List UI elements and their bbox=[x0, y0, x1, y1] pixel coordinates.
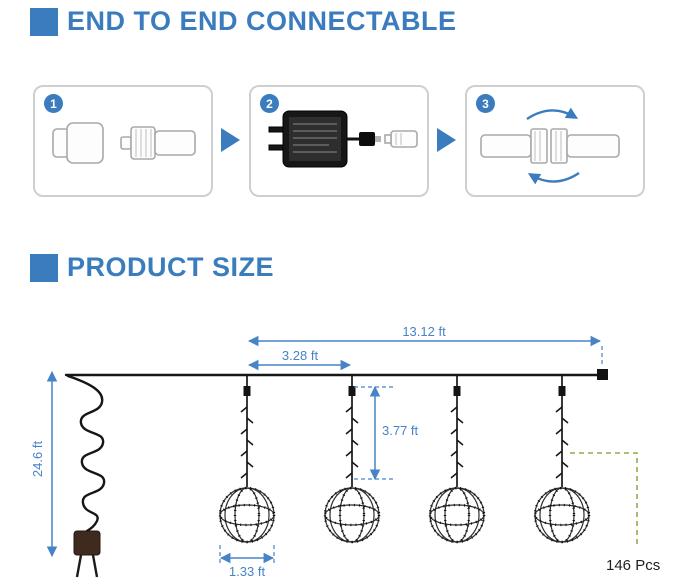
dimension-drop-length: 3.77 ft bbox=[382, 423, 419, 438]
end-connector bbox=[597, 369, 608, 380]
wire-ball-ornament bbox=[533, 486, 591, 544]
step-3-badge: 3 bbox=[476, 94, 495, 113]
power-plug bbox=[73, 530, 101, 556]
dimension-total-length: 13.12 ft bbox=[402, 324, 446, 339]
plug-prongs bbox=[75, 554, 99, 578]
connector-caps-illustration bbox=[52, 122, 196, 164]
connectable-title: END TO END CONNECTABLE bbox=[67, 6, 457, 36]
led-count-label: 146 Pcs bbox=[606, 557, 661, 574]
lead-wire-coil bbox=[66, 374, 106, 533]
header-accent-square bbox=[30, 7, 58, 36]
product-size-header: PRODUCT SIZE bbox=[30, 252, 274, 283]
dimension-lead-length: 24.6 ft bbox=[30, 440, 45, 478]
light-drop bbox=[555, 374, 569, 488]
step-panel-1: 1 bbox=[33, 85, 213, 197]
wire-ball-ornament bbox=[323, 486, 381, 544]
header-accent-square bbox=[30, 253, 58, 282]
light-drop bbox=[240, 374, 254, 488]
step-panel-3: 3 bbox=[465, 85, 645, 197]
count-leader-line bbox=[570, 452, 638, 548]
step-2-badge: 2 bbox=[260, 94, 279, 113]
arrow-right-icon bbox=[221, 128, 240, 152]
dimension-drop-spacing: 3.28 ft bbox=[281, 348, 319, 363]
wire-ball-ornament bbox=[218, 486, 276, 544]
arrow-right-icon bbox=[437, 128, 456, 152]
step-panel-2: 2 bbox=[249, 85, 429, 197]
light-drop bbox=[450, 374, 464, 488]
twist-connect-illustration bbox=[480, 107, 620, 185]
product-size-title: PRODUCT SIZE bbox=[67, 252, 275, 282]
wire-ball-ornament bbox=[428, 486, 486, 544]
power-adapter-illustration bbox=[268, 110, 418, 168]
size-diagram bbox=[46, 335, 638, 578]
step-1-badge: 1 bbox=[44, 94, 63, 113]
connectable-header: END TO END CONNECTABLE bbox=[30, 6, 457, 37]
light-drop bbox=[345, 374, 359, 488]
dimension-ball-width: 1.33 ft bbox=[228, 564, 266, 579]
